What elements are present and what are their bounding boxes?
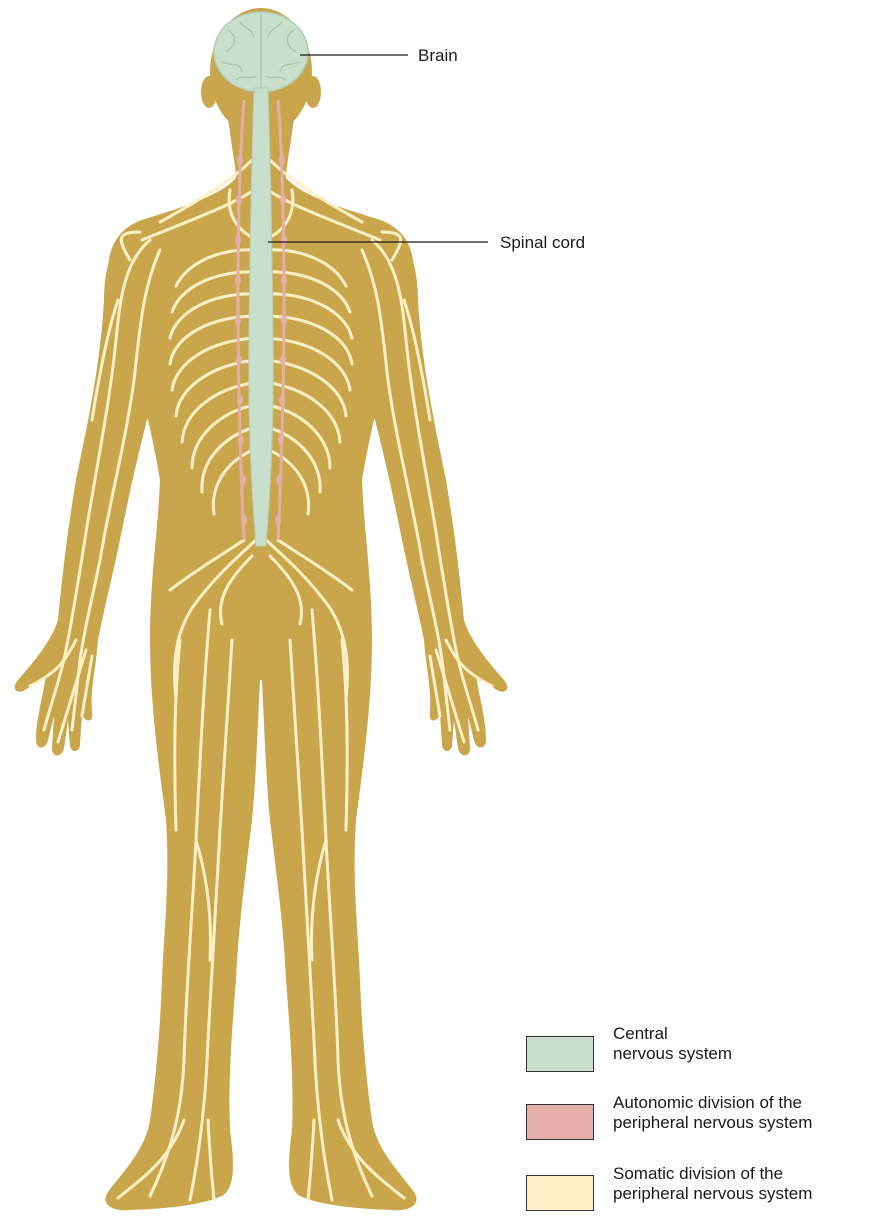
legend-item-somatic: Somatic division of the peripheral nervo…	[526, 1164, 866, 1208]
legend-text-central: Central nervous system	[613, 1024, 869, 1064]
legend-central-line2: nervous system	[613, 1044, 869, 1064]
left-ear	[201, 76, 217, 108]
legend-somatic-line2: peripheral nervous system	[613, 1184, 869, 1204]
legend-item-autonomic: Autonomic division of the peripheral ner…	[526, 1093, 866, 1137]
legend-text-autonomic: Autonomic division of the peripheral ner…	[613, 1093, 869, 1133]
spinal-cord-label: Spinal cord	[500, 233, 585, 252]
legend-text-somatic: Somatic division of the peripheral nervo…	[613, 1164, 869, 1204]
autonomic-swatch	[526, 1104, 594, 1140]
legend-item-central: Central nervous system	[526, 1024, 866, 1068]
somatic-swatch	[526, 1175, 594, 1211]
spinal-cord	[249, 88, 273, 546]
brain-label: Brain	[418, 46, 458, 65]
legend-central-line1: Central	[613, 1024, 869, 1044]
legend-somatic-line1: Somatic division of the	[613, 1164, 869, 1184]
central-swatch	[526, 1036, 594, 1072]
right-ear	[305, 76, 321, 108]
legend-autonomic-line2: peripheral nervous system	[613, 1113, 869, 1133]
legend-autonomic-line1: Autonomic division of the	[613, 1093, 869, 1113]
